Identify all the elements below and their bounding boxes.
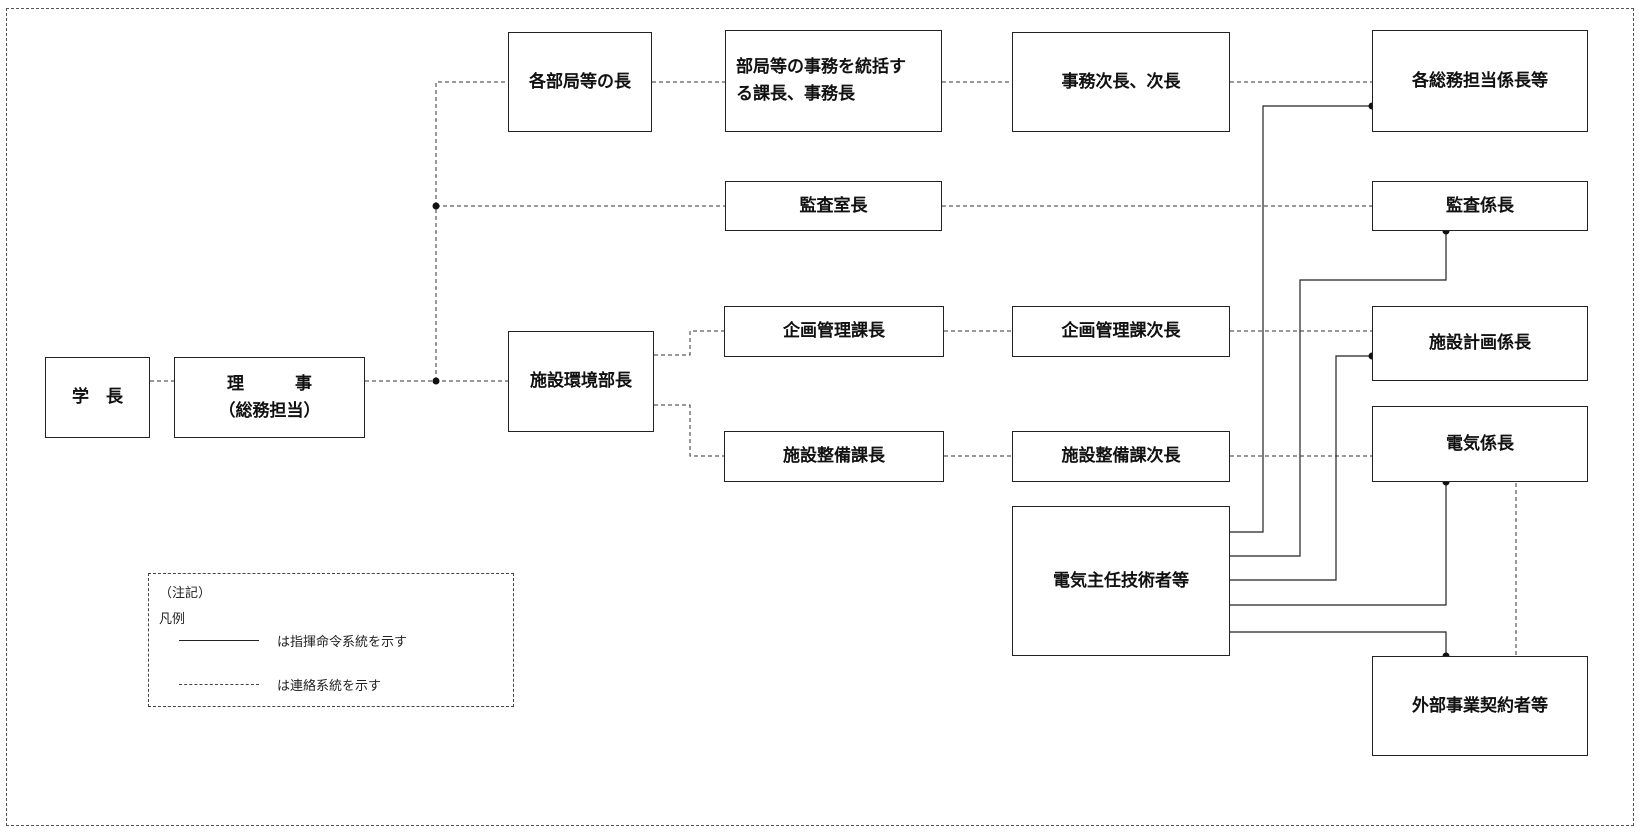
command-line (1230, 231, 1447, 557)
node-planning-deputy: 企画管理課次長 (1012, 306, 1230, 357)
node-chief-electrical-engineer: 電気主任技術者等 (1012, 506, 1230, 656)
node-audit-chief: 監査係長 (1372, 181, 1588, 231)
command-line (1230, 482, 1447, 606)
node-section-chiefs: 部局等の事務を統括す る課長、事務長 (725, 30, 942, 132)
node-facilities-planning-chief: 施設計画係長 (1372, 306, 1588, 381)
liaison-line (654, 330, 724, 356)
node-electrical-chief: 電気係長 (1372, 406, 1588, 482)
legend-liaison-label: は連絡系統を示す (277, 679, 382, 694)
node-facilities-dept-head: 施設環境部長 (508, 331, 654, 432)
junction-dot (432, 202, 440, 210)
node-general-affairs: 各総務担当係長等 (1372, 30, 1588, 132)
node-director: 理 事 （総務担当） (174, 357, 365, 438)
liaison-line (435, 81, 508, 381)
node-external-contractors: 外部事業契約者等 (1372, 656, 1588, 756)
node-president: 学 長 (45, 357, 150, 438)
node-deputy-directors: 事務次長、次長 (1012, 32, 1230, 132)
node-maintenance-deputy: 施設整備課次長 (1012, 431, 1230, 482)
diagram-frame (6, 8, 1634, 826)
legend: （注記） 凡例 は指揮命令系統を示す は連絡系統を示す (148, 573, 514, 707)
legend-dashed-line-sample (179, 684, 259, 685)
junction-dot (432, 377, 440, 385)
node-dept-heads: 各部局等の長 (508, 32, 652, 132)
legend-solid-line-sample (179, 640, 259, 641)
node-maintenance-mgr: 施設整備課長 (724, 431, 944, 482)
legend-command-label: は指揮命令系統を示す (277, 635, 408, 650)
liaison-line (654, 404, 724, 457)
legend-title: 凡例 (159, 612, 186, 627)
command-line (1230, 105, 1372, 533)
legend-note: （注記） (159, 586, 212, 601)
node-planning-mgr: 企画管理課長 (724, 306, 944, 357)
node-audit-office-head: 監査室長 (725, 181, 942, 231)
command-line (1230, 631, 1447, 656)
command-line (1230, 355, 1372, 581)
